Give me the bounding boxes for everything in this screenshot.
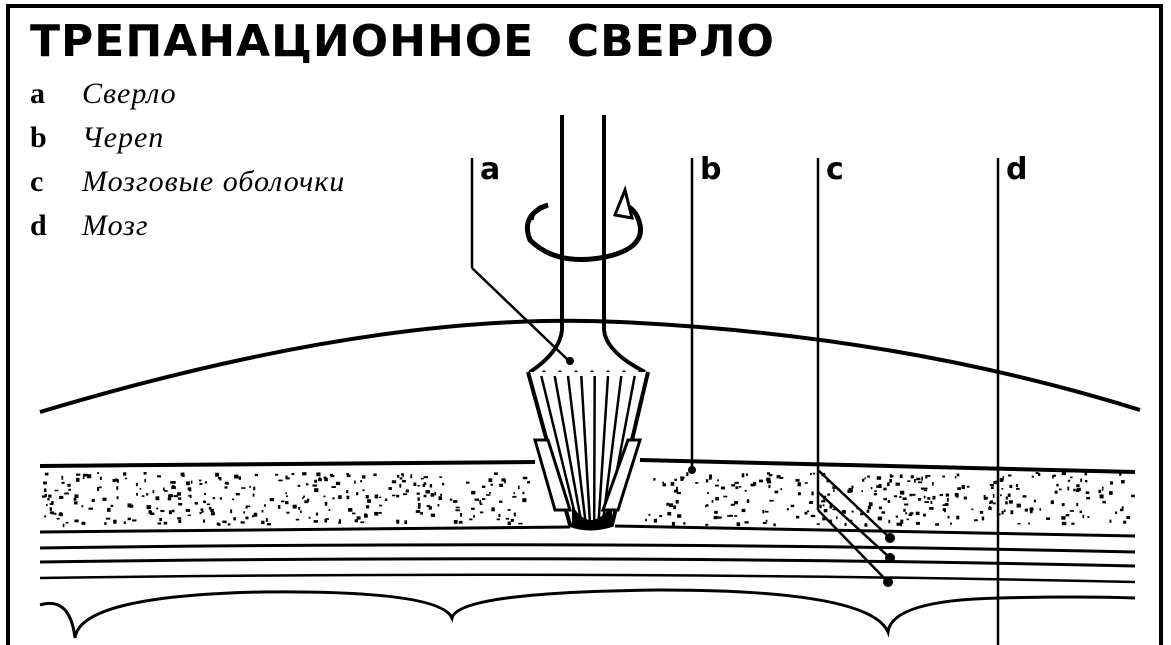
- legend-text-brain: Мозг: [82, 209, 149, 242]
- callout-label-b: b: [700, 152, 722, 187]
- callout-line-c: [816, 158, 895, 587]
- legend-key-d: d: [30, 209, 47, 242]
- bone-texture: [42, 472, 1135, 528]
- callout-label-c: c: [826, 152, 844, 187]
- legend-text-drill: Сверло: [82, 77, 177, 110]
- legend-key-c: c: [30, 165, 44, 198]
- callout-line-a: [470, 158, 574, 365]
- drill: [526, 115, 650, 531]
- rotation-arrow-icon: [524, 185, 643, 263]
- legend-text-meninges: Мозговые оболочки: [82, 165, 346, 198]
- legend-text-skull: Череп: [82, 121, 165, 154]
- callout-label-a: a: [480, 152, 501, 187]
- diagram-title: ТРЕПАНАЦИОННОЕ СВЕРЛО: [30, 16, 775, 67]
- drill-flutes: [540, 375, 636, 521]
- scalp-outline: [39, 318, 1141, 414]
- legend-key-b: b: [30, 121, 47, 154]
- brain-surface: [39, 588, 1136, 639]
- figure-frame: [6, 4, 1163, 645]
- callout-label-d: d: [1006, 152, 1028, 187]
- legend: a Сверло b Череп c Мозговые оболочки d М…: [30, 72, 345, 248]
- callout-line-b: [688, 158, 696, 474]
- legend-item-skull: b Череп: [30, 116, 345, 160]
- legend-item-brain: d Мозг: [30, 204, 345, 248]
- meninges-layers: [39, 543, 1136, 584]
- legend-item-meninges: c Мозговые оболочки: [30, 160, 345, 204]
- legend-item-drill: a Сверло: [30, 72, 345, 116]
- skull-bone: [39, 458, 1136, 538]
- legend-key-a: a: [30, 77, 45, 110]
